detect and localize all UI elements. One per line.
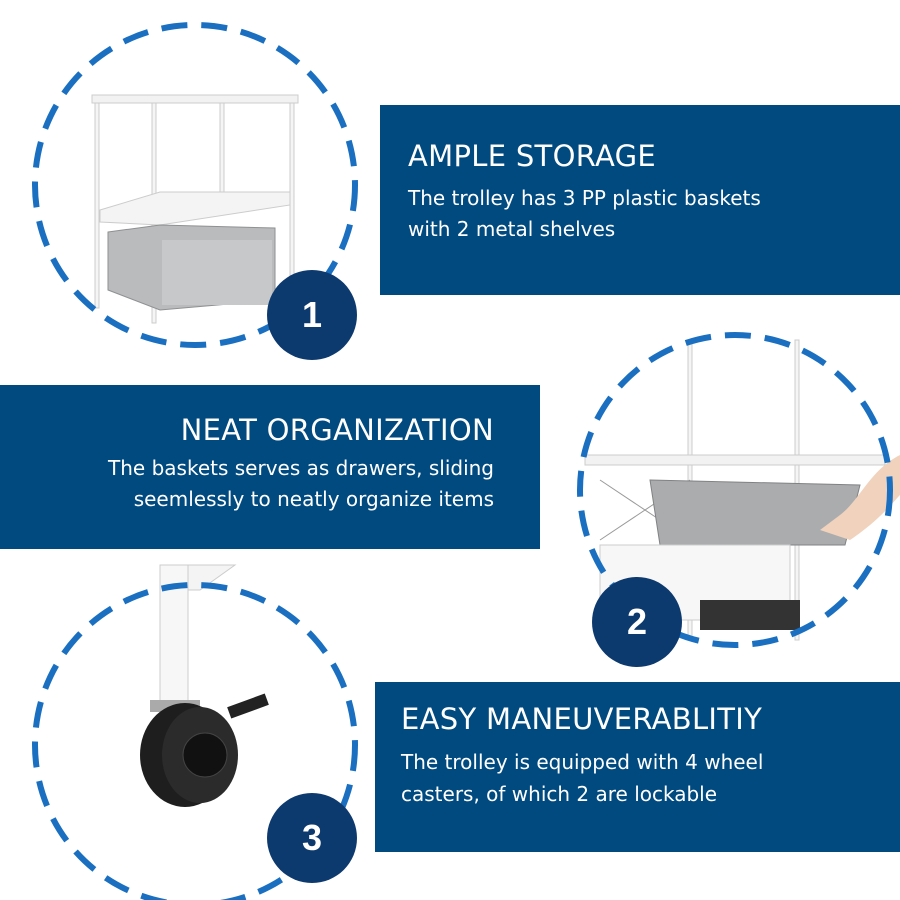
feature-panel-ample-storage: AMPLE STORAGE The trolley has 3 PP plast…	[380, 105, 900, 295]
feature-title: EASY MANEUVERABLITIY	[401, 702, 763, 736]
number-badge-1: 1	[267, 270, 357, 360]
trolley-image	[91, 94, 299, 324]
feature-description-line: The trolley has 3 PP plastic baskets	[408, 186, 761, 210]
dashed-circle-3	[32, 582, 358, 900]
feature-description-line: with 2 metal shelves	[408, 217, 616, 241]
dashed-circle-2	[577, 332, 893, 648]
feature-panel-easy-maneuverability: EASY MANEUVERABLITIY The trolley is equi…	[375, 682, 900, 852]
number-badge-2: 2	[592, 577, 682, 667]
feature-panel-neat-organization: NEAT ORGANIZATION The baskets serves as …	[0, 385, 540, 549]
feature-description-line: The baskets serves as drawers, sliding	[108, 456, 494, 480]
feature-description-line: seemlessly to neatly organize items	[133, 487, 494, 511]
number-badge-3: 3	[267, 793, 357, 883]
feature-title: AMPLE STORAGE	[408, 139, 656, 173]
drawer-image	[584, 339, 900, 641]
feature-description-line: The trolley is equipped with 4 wheel	[401, 750, 764, 774]
dashed-circle-1	[32, 22, 358, 348]
feature-title: NEAT ORGANIZATION	[180, 413, 494, 447]
caster-image	[140, 564, 269, 807]
feature-description-line: casters, of which 2 are lockable	[401, 782, 718, 806]
